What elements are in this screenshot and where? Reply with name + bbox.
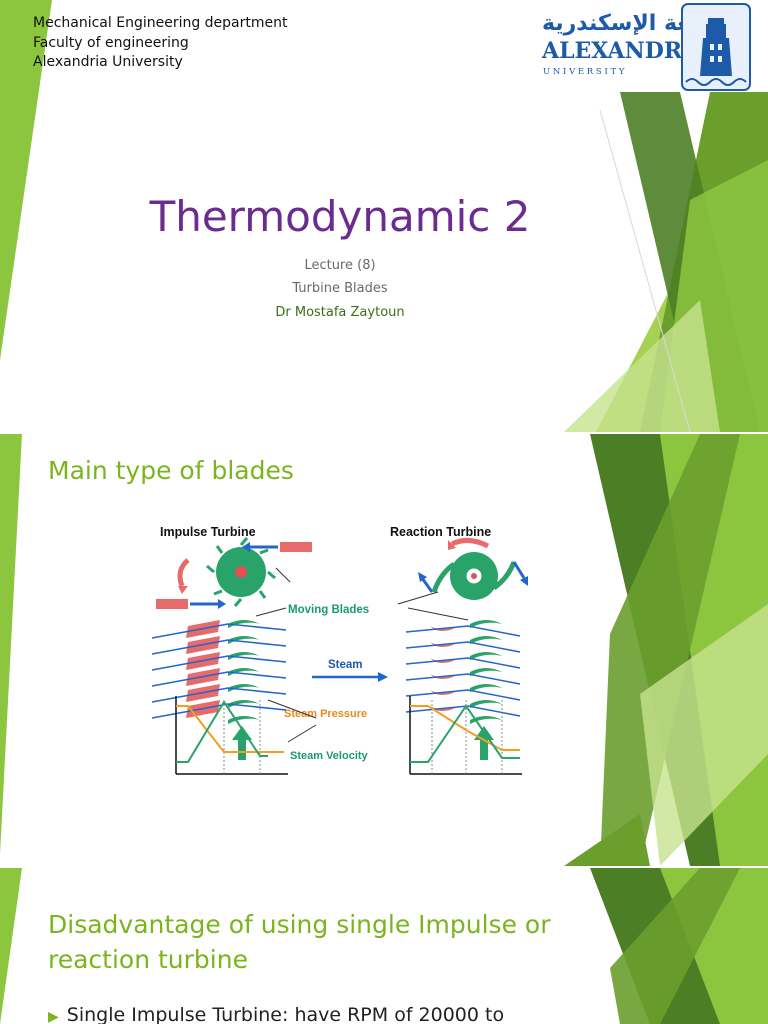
slide-heading-line-1: Disadvantage of using single Impulse or xyxy=(48,910,551,939)
disadvantage-slide: Disadvantage of using single Impulse or … xyxy=(0,868,768,1024)
presentation-title: Thermodynamic 2 xyxy=(149,192,531,241)
author-name: Dr Mostafa Zaytoun xyxy=(275,305,405,320)
slide-heading-line-2: reaction turbine xyxy=(48,945,248,974)
reaction-rotor-icon xyxy=(431,552,517,600)
bullet-triangle-icon: ▶ xyxy=(48,1009,59,1024)
lighthouse-icon xyxy=(681,3,751,91)
reaction-blade-rows xyxy=(405,620,521,724)
steam-label: Steam xyxy=(328,659,363,671)
lecture-number: Lecture (8) xyxy=(304,258,376,273)
impulse-nozzle-top xyxy=(280,542,312,552)
impulse-blade-rows xyxy=(151,620,287,724)
faculty-line: Faculty of engineering xyxy=(33,35,189,51)
slide-heading: Main type of blades xyxy=(48,456,294,485)
reaction-turbine-label: Reaction Turbine xyxy=(390,525,491,539)
impulse-rotor-icon xyxy=(206,537,276,607)
reaction-pressure-velocity-chart xyxy=(409,696,522,775)
lecture-topic: Turbine Blades xyxy=(292,281,388,296)
bullet-text: Single Impulse Turbine: have RPM of 2000… xyxy=(66,1004,505,1024)
slide-decoration xyxy=(0,868,768,1024)
university-line: Alexandria University xyxy=(33,54,183,70)
title-slide: Mechanical Engineering department Facult… xyxy=(0,0,768,432)
blades-slide: Main type of blades Impulse Turbine Reac… xyxy=(0,434,768,866)
moving-blades-label: Moving Blades xyxy=(288,604,369,616)
department-line: Mechanical Engineering department xyxy=(33,15,288,31)
turbine-blades-diagram: Impulse Turbine Reaction Turbine Moving … xyxy=(151,525,528,775)
slide-decoration xyxy=(0,434,768,866)
steam-velocity-label: Steam Velocity xyxy=(290,750,369,762)
impulse-nozzle-bottom xyxy=(156,599,188,609)
slide-decoration xyxy=(0,0,768,432)
steam-pressure-label: Steam Pressure xyxy=(284,708,367,720)
alexandria-university-logo: جامعة الإسكندرية ALEXANDRIA U N I V E R … xyxy=(540,2,752,92)
logo-subname: U N I V E R S I T Y xyxy=(543,67,625,77)
impulse-turbine-label: Impulse Turbine xyxy=(160,525,256,539)
bullet-single-impulse: ▶ Single Impulse Turbine: have RPM of 200… xyxy=(48,1004,504,1024)
impulse-pressure-velocity-chart xyxy=(175,696,288,775)
